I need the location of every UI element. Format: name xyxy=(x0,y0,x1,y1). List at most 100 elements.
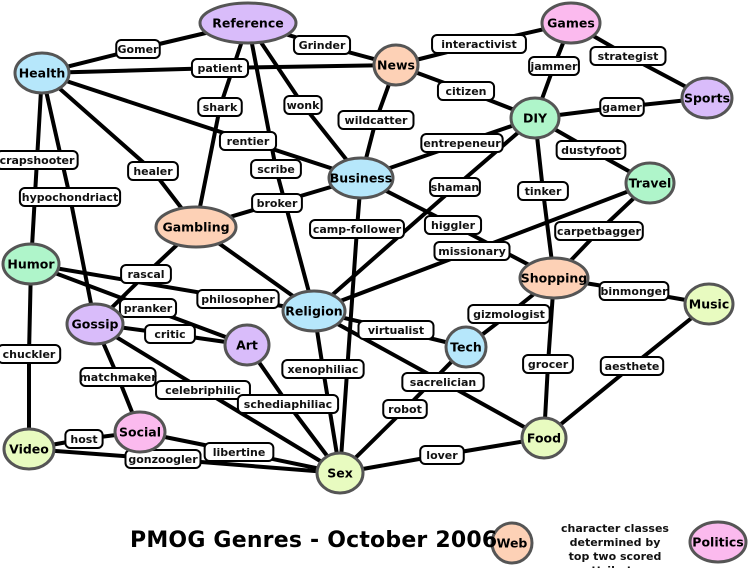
edge-label-box xyxy=(599,356,665,376)
node-gossip[interactable]: Gossip xyxy=(65,302,125,346)
edge-label-text: healer xyxy=(133,165,173,178)
edge-label-sacrelician: sacrelician xyxy=(401,372,485,392)
node-label: Web xyxy=(497,536,528,551)
edge-label-text: gonzoogler xyxy=(128,453,198,466)
node-business[interactable]: Business xyxy=(327,156,395,200)
node-label: Gossip xyxy=(72,317,119,332)
node-games[interactable]: Games xyxy=(540,1,602,45)
diagram-title: PMOG Genres - October 2006 xyxy=(130,528,498,553)
edge-label-lover: lover xyxy=(419,445,465,465)
node-ellipse xyxy=(518,256,590,300)
node-sports[interactable]: Sports xyxy=(680,76,734,120)
node-travel[interactable]: Travel xyxy=(624,161,676,205)
node-social[interactable]: Social xyxy=(113,410,167,454)
node-humor[interactable]: Humor xyxy=(1,242,61,286)
edge-label-text: libertine xyxy=(213,446,266,459)
node-reference[interactable]: Reference xyxy=(198,1,298,45)
edge-label-box xyxy=(292,35,352,55)
node-food[interactable]: Food xyxy=(520,416,568,460)
edge-religion-sex xyxy=(312,310,342,474)
edge-label-Gomer: Gomer xyxy=(115,39,161,59)
node-ellipse xyxy=(281,289,347,333)
edge-label-text: matchmaker xyxy=(79,371,157,384)
edge-label-text: gamer xyxy=(602,101,642,114)
edge-label-box xyxy=(555,140,627,160)
edge-label-text: gizmologist xyxy=(473,308,545,321)
edge-label-chuckler: chuckler xyxy=(0,344,62,364)
edge-label-box xyxy=(431,34,527,54)
edge-label-text: aesthete xyxy=(605,360,660,373)
node-label: Games xyxy=(547,16,595,31)
node-label: Shopping xyxy=(521,271,588,286)
edge-label-broker: broker xyxy=(251,193,303,213)
node-ellipse xyxy=(1,242,61,286)
edge-label-text: tinker xyxy=(525,185,562,198)
edge-label-healer: healer xyxy=(127,161,179,181)
node-ellipse xyxy=(680,76,734,120)
node-label: Tech xyxy=(450,340,482,355)
edge-label-box xyxy=(118,298,178,318)
edge-label-text: carpetbagger xyxy=(557,225,641,238)
node-health[interactable]: Health xyxy=(13,51,71,95)
edge-label-text: rentier xyxy=(227,135,270,148)
edge-label-text: grocer xyxy=(528,358,569,371)
edge-label-box xyxy=(522,354,574,374)
node-label: Food xyxy=(527,431,561,446)
node-label: Social xyxy=(119,425,161,440)
node-shopping[interactable]: Shopping xyxy=(518,256,590,300)
edge-label-libertine: libertine xyxy=(203,442,275,462)
node-news[interactable]: News xyxy=(372,43,420,87)
edge-label-text: sacrelician xyxy=(410,376,476,389)
node-ellipse xyxy=(540,1,602,45)
edge-label-box xyxy=(283,95,323,115)
edge-label-crapshooter: crapshooter xyxy=(0,150,79,170)
edge-label-text: hypochondriact xyxy=(22,191,118,204)
edge-label-box xyxy=(218,131,278,151)
node-art[interactable]: Art xyxy=(223,323,271,367)
node-politics[interactable]: Politics xyxy=(688,520,748,564)
edge-label-xenophiliac: xenophiliac xyxy=(281,359,365,379)
node-ellipse xyxy=(683,282,735,326)
edge-label-box xyxy=(528,56,580,76)
node-label: Art xyxy=(236,338,258,353)
node-tech[interactable]: Tech xyxy=(444,325,488,369)
edge-label-philosopher: philosopher xyxy=(196,289,280,309)
node-web[interactable]: Web xyxy=(490,521,534,565)
node-ellipse xyxy=(154,205,238,249)
node-music[interactable]: Music xyxy=(683,282,735,326)
edge-label-box xyxy=(251,193,303,213)
node-label: News xyxy=(377,58,415,73)
node-ellipse xyxy=(490,521,534,565)
node-diy[interactable]: DIY xyxy=(509,96,561,140)
edge-label-host: host xyxy=(64,429,104,449)
edge-label-binmonger: binmonger xyxy=(598,281,670,301)
edge-label-box xyxy=(79,367,157,387)
edge-label-text: interactivist xyxy=(441,38,516,51)
node-religion[interactable]: Religion xyxy=(281,289,347,333)
edge-label-box xyxy=(309,219,405,239)
edge-label-box xyxy=(382,399,428,419)
edge-label-box xyxy=(120,264,172,284)
edge-label-text: lover xyxy=(426,449,458,462)
edge-label-text: host xyxy=(70,433,97,446)
edge-label-text: celebriphilic xyxy=(165,384,241,397)
node-label: Humor xyxy=(7,257,55,272)
edge-label-box xyxy=(589,46,667,66)
edge-label-text: wonk xyxy=(287,99,321,112)
node-label: Gambling xyxy=(162,220,229,235)
edge-label-aesthete: aesthete xyxy=(599,356,665,376)
node-gambling[interactable]: Gambling xyxy=(154,205,238,249)
node-video[interactable]: Video xyxy=(2,427,56,471)
edge-label-box xyxy=(598,281,670,301)
edge-label-box xyxy=(337,110,415,130)
edge-label-text: broker xyxy=(257,197,298,210)
node-sex[interactable]: Sex xyxy=(315,451,365,495)
edge-label-box xyxy=(281,359,365,379)
edge-label-robot: robot xyxy=(382,399,428,419)
node-label: Sports xyxy=(684,91,730,106)
edge-label-box xyxy=(236,394,340,414)
edge-label-grocer: grocer xyxy=(522,354,574,374)
edge-label-box xyxy=(423,215,483,235)
edge-label-box xyxy=(419,445,465,465)
